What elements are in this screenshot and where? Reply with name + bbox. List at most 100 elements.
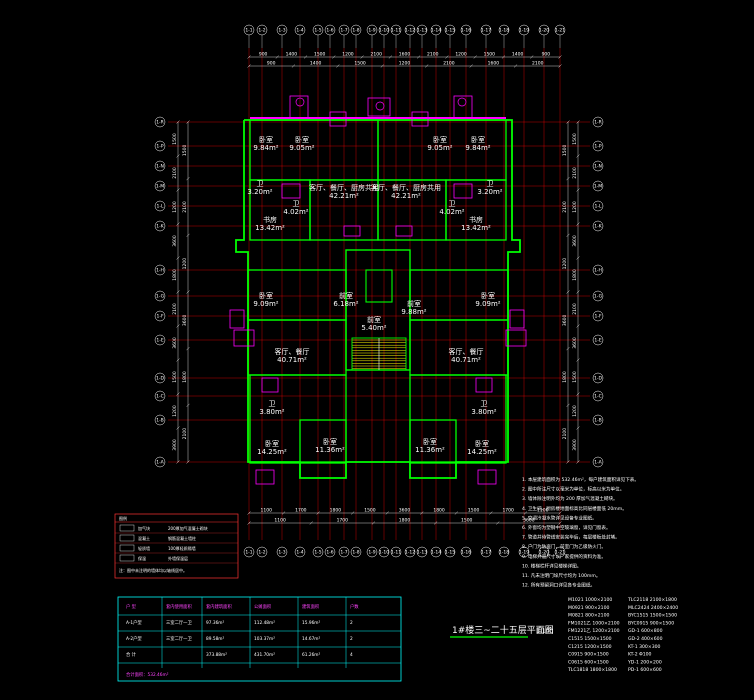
dim-tick — [247, 521, 251, 525]
axis-label: 1-10 — [379, 550, 389, 556]
table-cell: 合 计 — [126, 651, 137, 658]
axis-label: 1-B — [594, 418, 601, 424]
dim-tick — [332, 55, 336, 59]
dim-text: 1200 — [562, 258, 568, 270]
dim-text: 2100 — [182, 201, 188, 213]
dim-tick — [473, 55, 477, 59]
dim-tick — [275, 55, 279, 59]
axis-label: 1-N — [156, 164, 164, 170]
table-cell: 15.96m² — [302, 620, 320, 626]
axis-label: 1-5 — [314, 28, 321, 34]
axis-grid — [168, 48, 590, 540]
fixture-symbol — [233, 329, 255, 347]
dim-text: 3600 — [399, 508, 411, 514]
schedule-entry: BYC0915 900×1500 — [628, 620, 674, 626]
axis-label: 1-B — [156, 418, 163, 424]
table-cell: 89.58m² — [206, 636, 224, 642]
axis-bubble — [416, 546, 428, 558]
room-area: 40.71m² — [277, 356, 307, 364]
wall-outline — [409, 419, 457, 463]
dim-text: 2100 — [572, 303, 578, 315]
axis-bubble — [554, 546, 566, 558]
dim-tick — [176, 154, 180, 158]
room-name: 卧室 — [323, 437, 337, 446]
room-area: 9.09m² — [475, 300, 500, 308]
dim-text: 1200 — [172, 201, 178, 213]
axis-label: 1-C — [156, 394, 164, 400]
dim-text: 1500 — [172, 133, 178, 145]
room-area: 42.21m² — [329, 192, 359, 200]
dim-text: 1800 — [399, 518, 411, 524]
dim-text: 1500 — [461, 518, 473, 524]
axis-bubble — [592, 310, 604, 322]
room-area: 3.80m² — [259, 408, 284, 416]
dim-tick — [489, 511, 493, 515]
axis-bubble — [154, 160, 166, 172]
dim-tick — [416, 55, 421, 59]
dim-text: 1800 — [330, 508, 342, 514]
dim-tick — [247, 64, 251, 68]
schedule-entry: YD-1 200×200 — [627, 659, 662, 665]
note-line: 4. 卫生间、厨房楼地面标高比同层楼面低 20mm。 — [522, 505, 627, 512]
dim-tick — [176, 460, 180, 464]
dim-text: 1500 — [572, 133, 578, 145]
dim-text: 3600 — [182, 314, 188, 326]
room-name: 卧室 — [259, 291, 273, 300]
dim-tick — [576, 222, 580, 226]
axis-label: 1-12 — [405, 28, 415, 34]
room-name: 卫 — [487, 180, 494, 188]
room-name: 书房 — [469, 215, 483, 224]
axis-label: 1-10 — [379, 28, 389, 34]
axis-bubble — [312, 546, 324, 558]
axis-label: 1-21 — [555, 28, 565, 34]
dim-text: 2100 — [562, 201, 568, 213]
dim-text: 1400 — [310, 61, 322, 67]
schedule-entry: FM1221乙 1200×2100 — [568, 627, 620, 634]
axis-label: 1-M — [156, 184, 164, 190]
dim-tick — [186, 177, 190, 181]
wall-outline — [409, 374, 507, 464]
axis-label: 1-1 — [245, 550, 252, 556]
axis-bubble — [592, 140, 604, 152]
axis-bubble — [154, 264, 166, 276]
axis-bubble — [592, 334, 604, 346]
axis-label: 1-G — [594, 294, 603, 300]
dim-tick — [281, 511, 286, 515]
dim-tick — [316, 511, 320, 515]
dim-text: 1600 — [488, 61, 500, 67]
axis-bubble — [154, 456, 166, 468]
dim-tick — [380, 64, 384, 68]
fixture-circle — [375, 101, 385, 111]
axis-bubble — [154, 334, 166, 346]
dim-tick — [558, 64, 562, 68]
axis-bubble — [460, 546, 472, 558]
table-cell: 373.88m² — [206, 652, 227, 658]
axis-bubble — [154, 290, 166, 302]
axis-label: 1-A — [156, 460, 164, 466]
room-name: 卫 — [269, 400, 276, 408]
room-name: 卧室 — [295, 135, 309, 144]
table-cell: A-1户型 — [126, 619, 142, 626]
dim-text: 1500 — [562, 144, 568, 156]
dim-text: 1500 — [172, 371, 178, 383]
axis-label: 1-E — [156, 338, 163, 344]
axis-label: 1-20 — [539, 28, 549, 34]
room-name: 卫 — [481, 400, 488, 408]
room-area: 9.84m² — [465, 144, 490, 152]
dim-text: 1200 — [572, 201, 578, 213]
axis-label: 1-D — [156, 376, 164, 382]
fixture-symbol — [509, 309, 525, 329]
room-area: 9.88m² — [401, 308, 426, 316]
axis-label: 1-F — [594, 314, 601, 320]
dim-text: 1700 — [295, 508, 307, 514]
axis-label: 1-7 — [340, 28, 347, 34]
fixture-layer — [229, 95, 527, 485]
axis-label: 1-2 — [258, 28, 265, 34]
schedule-entry: C0615 600×1500 — [568, 659, 609, 665]
table-cell: 112.48m² — [254, 620, 275, 626]
dim-tick — [566, 233, 570, 237]
room-name: 卧室 — [481, 291, 495, 300]
room-name: 前室 — [339, 291, 353, 300]
note-line: 6. 外窗均为塑钢中空玻璃窗，详见门窗表。 — [522, 524, 611, 531]
